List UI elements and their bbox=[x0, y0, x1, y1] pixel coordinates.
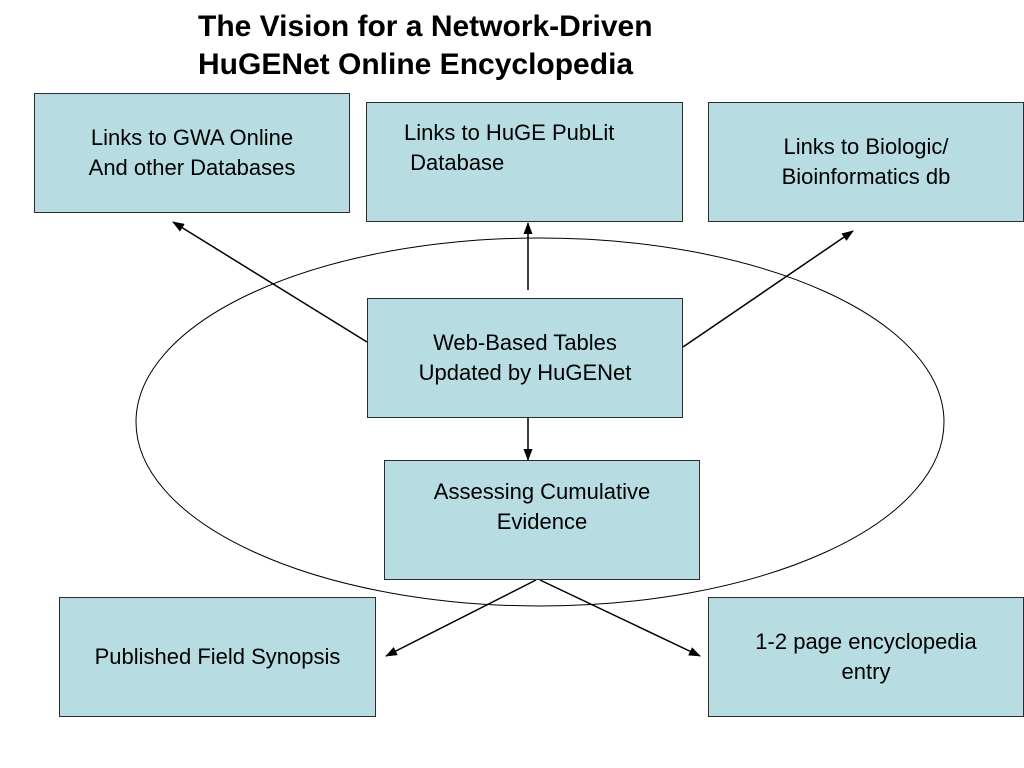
node-cumulative-evidence-line-1: Assessing Cumulative bbox=[433, 479, 651, 504]
node-biologic-links-line-2: Bioinformatics db bbox=[781, 164, 951, 189]
title-line-1: The Vision for a Network-Driven bbox=[198, 10, 653, 43]
edge-cumulative-evidence-to-field-synopsis bbox=[385, 579, 537, 657]
node-biologic-links-line-1: Links to Biologic/ bbox=[783, 134, 949, 159]
node-biologic-links: Links to Biologic/ Bioinformatics db bbox=[708, 102, 1024, 222]
page-title: The Vision for a Network-Driven HuGENet … bbox=[198, 8, 818, 84]
edge-cumulative-evidence-to-encyclopedia-entry bbox=[539, 579, 701, 657]
edge-web-tables-to-gwa-links bbox=[172, 221, 368, 343]
network-ellipse bbox=[135, 237, 945, 607]
node-cumulative-evidence-line-2: Evidence bbox=[496, 509, 588, 534]
node-encyclopedia-entry-line-1: 1-2 page encyclopedia bbox=[755, 629, 977, 654]
node-huge-publit-links-line-1: Links to HuGE PubLit bbox=[404, 120, 615, 145]
node-gwa-links-line-2: And other Databases bbox=[88, 155, 296, 180]
node-gwa-links-line-1: Links to GWA Online bbox=[90, 125, 294, 150]
title-line-2: HuGENet Online Encyclopedia bbox=[198, 48, 634, 81]
node-web-tables: Web-Based Tables Updated by HuGENet bbox=[367, 298, 683, 418]
node-huge-publit-links: Links to HuGE PubLit Database bbox=[366, 102, 683, 222]
edge-web-tables-to-biologic-links bbox=[682, 230, 854, 348]
node-web-tables-line-1: Web-Based Tables bbox=[433, 330, 617, 355]
node-encyclopedia-entry-line-2: entry bbox=[841, 659, 891, 684]
node-field-synopsis: Published Field Synopsis bbox=[59, 597, 376, 717]
node-cumulative-evidence: Assessing Cumulative Evidence bbox=[384, 460, 700, 580]
node-encyclopedia-entry: 1-2 page encyclopedia entry bbox=[708, 597, 1024, 717]
node-huge-publit-links-line-2: Database bbox=[404, 150, 505, 175]
node-web-tables-line-2: Updated by HuGENet bbox=[418, 360, 632, 385]
node-gwa-links: Links to GWA Online And other Databases bbox=[34, 93, 350, 213]
node-field-synopsis-line-1: Published Field Synopsis bbox=[94, 644, 341, 669]
